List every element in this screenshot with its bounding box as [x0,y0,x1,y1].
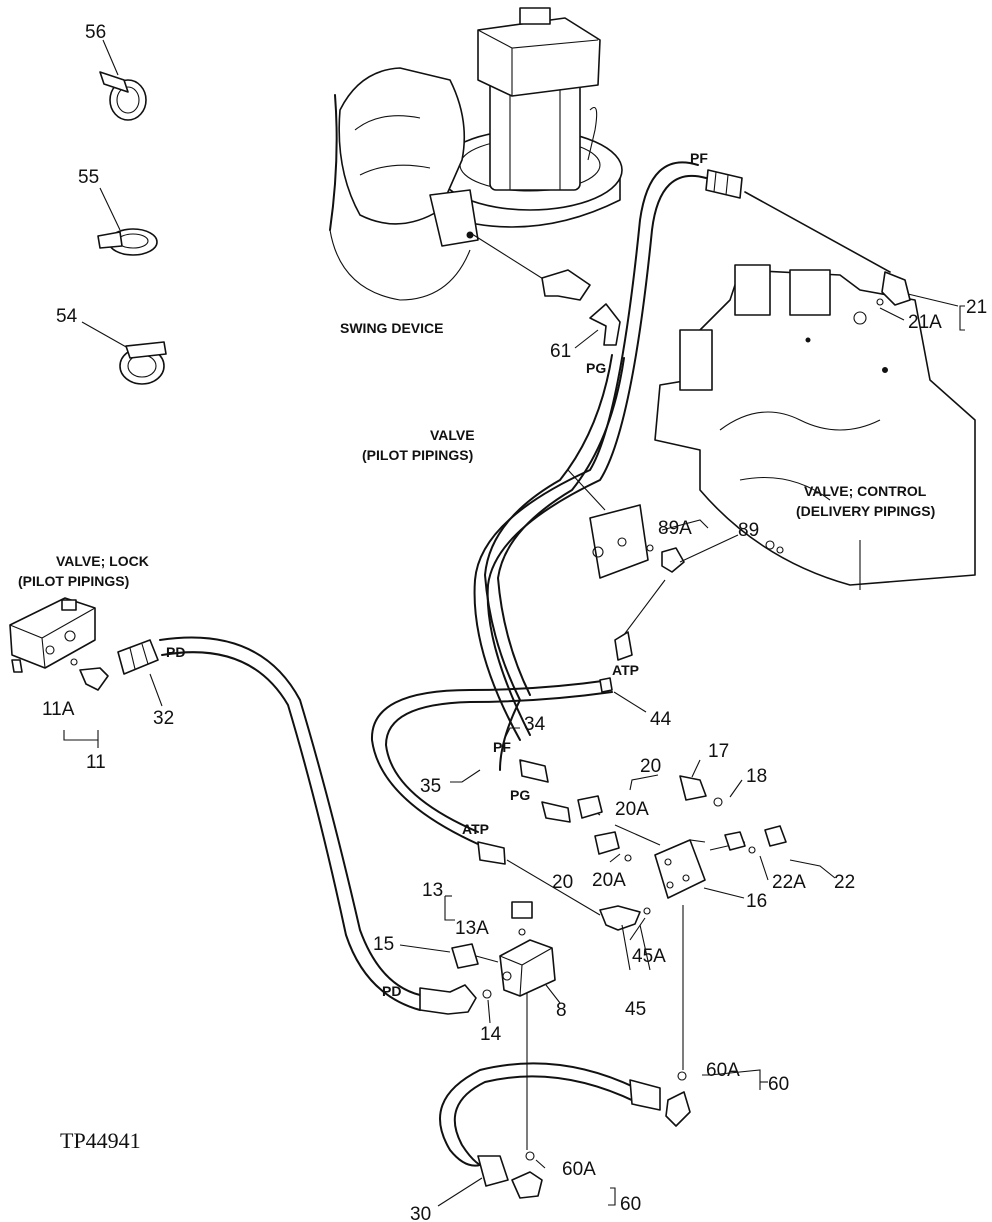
port-labels: PF PG PD PF PG ATP ATP PD [166,150,708,999]
callout-8: 8 [556,1000,567,1021]
elbow-fitting-swing [541,269,591,301]
block-8 [499,939,556,997]
callout-30: 30 [410,1204,431,1222]
hose-30 [439,1062,641,1170]
port-label-atp-upper: ATP [612,662,639,678]
callout-44: 44 [650,709,672,730]
port-label-pf-mid: PF [493,739,511,755]
fitting-30 [477,1151,543,1199]
callout-15: 15 [373,934,394,955]
fitting-44 [599,631,633,693]
callout-89: 89 [738,520,759,541]
callout-13: 13 [422,880,443,901]
port-label-pf-top: PF [690,150,708,166]
swing-device-assembly [329,7,623,301]
title-valve-pilot-line2: (PILOT PIPINGS) [362,447,473,463]
fitting-pd-bottom [419,984,492,1015]
callout-21: 21 [966,297,987,318]
fitting-15 [451,943,499,969]
fitting-pf-mid [519,759,549,783]
control-valve-assembly [654,264,976,590]
callout-20a-bot: 20A [592,870,626,891]
fitting-32 [117,639,159,675]
callout-22: 22 [834,872,855,893]
fitting-11 [70,658,109,691]
fitting-61 [589,303,621,346]
title-valve-lock-line1: VALVE; LOCK [56,553,149,569]
callout-45a: 45A [632,946,666,967]
port-label-pg-top: PG [586,360,606,376]
plug-17 [679,775,723,807]
plug-13 [511,901,533,936]
callout-18: 18 [746,766,767,787]
plug-22 [724,825,787,854]
callout-61: 61 [550,341,571,362]
callout-22a: 22A [772,872,806,893]
callout-35: 35 [420,776,441,797]
callout-56: 56 [85,22,106,43]
callout-89a: 89A [658,518,692,539]
fitting-21 [876,271,911,306]
hose-pd [159,636,421,1011]
fitting-20-bot [594,831,632,862]
hose-clamp-54 [81,321,167,385]
port-label-pd-top: PD [166,644,185,660]
callout-32: 32 [153,708,174,729]
callout-21a: 21A [908,312,942,333]
callout-16: 16 [746,891,767,912]
callout-34: 34 [524,714,546,735]
block-89 [589,504,685,579]
port-label-pg-mid: PG [510,787,530,803]
callout-leaders [63,293,965,1207]
callout-20-bot: 20 [552,872,573,893]
port-label-pd-bottom: PD [382,983,401,999]
fitting-60-top [629,1071,691,1127]
callout-55: 55 [78,167,99,188]
title-valve-lock-line2: (PILOT PIPINGS) [18,573,129,589]
component-titles: SWING DEVICE VALVE (PILOT PIPINGS) VALVE… [18,320,935,589]
callout-11a: 11A [42,699,75,720]
hose-clamp-56 [99,39,147,121]
callout-60-top: 60 [768,1074,789,1095]
hose-clamp-55 [97,187,158,256]
title-valve-pilot-line1: VALVE [430,427,475,443]
callout-20-top: 20 [640,756,661,777]
title-valve-control-line2: (DELIVERY PIPINGS) [796,503,935,519]
callout-13a: 13A [455,918,489,939]
fitting-atp-lower [477,841,506,865]
callout-14: 14 [480,1024,502,1045]
fitting-20-top [577,795,603,819]
callout-labels: 56 55 54 61 21 21A 89A 89 11A 11 32 44 3… [42,22,987,1222]
port-label-atp-lower: ATP [462,821,489,837]
title-swing-device: SWING DEVICE [340,320,443,336]
hose-pf [473,161,891,741]
callout-11: 11 [86,752,106,773]
manifold-block-16 [654,839,706,899]
fitting-pf-top [705,169,743,199]
callout-60-bot: 60 [620,1194,641,1215]
fitting-pg-mid [541,801,571,823]
callout-45: 45 [625,999,646,1020]
drawing-id: TP44941 [60,1128,141,1153]
callout-17: 17 [708,741,729,762]
callout-54: 54 [56,306,78,327]
piping-leader-lines [471,233,746,1150]
title-valve-control-line1: VALVE; CONTROL [804,483,927,499]
hose-atp-long [370,679,613,846]
lock-valve-assembly [9,597,96,673]
callout-60a-bot: 60A [562,1159,596,1180]
hose-pg [483,354,625,771]
callout-60a-top: 60A [706,1060,740,1081]
fitting-45 [599,905,651,931]
callout-20a-top: 20A [615,799,649,820]
